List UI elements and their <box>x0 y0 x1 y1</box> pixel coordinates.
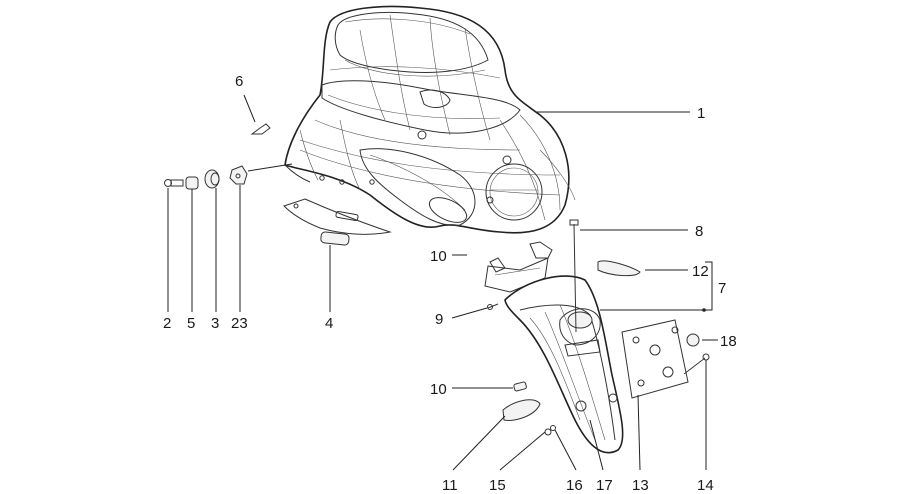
label-part-16: 16 <box>566 477 583 494</box>
label-part-7: 7 <box>718 280 726 297</box>
label-part-11: 11 <box>442 477 458 494</box>
label-part-1: 1 <box>697 105 705 122</box>
label-part-2: 2 <box>163 315 171 332</box>
label-part-3: 3 <box>211 315 219 332</box>
label-part-10-upper: 10 <box>430 248 447 265</box>
label-part-8: 8 <box>695 223 703 240</box>
label-part-18: 18 <box>720 333 737 350</box>
label-part-5: 5 <box>187 315 195 332</box>
label-part-12: 12 <box>692 263 709 280</box>
front-shield-cover <box>284 5 576 234</box>
label-part-9: 9 <box>435 311 443 328</box>
part-labels: 1 6 2 5 3 23 4 8 10 12 7 9 18 10 11 15 1… <box>163 73 737 494</box>
label-part-23: 23 <box>231 315 248 332</box>
label-part-17: 17 <box>596 477 613 494</box>
spring-clip-part <box>250 123 271 135</box>
label-part-4: 4 <box>325 315 333 332</box>
label-part-10-lower: 10 <box>430 381 447 398</box>
label-part-6: 6 <box>235 73 243 90</box>
leader-lines <box>167 94 718 471</box>
label-part-13: 13 <box>632 477 649 494</box>
rear-mudguard-assembly <box>484 219 710 454</box>
emblem-plate-part <box>283 198 392 246</box>
label-part-15: 15 <box>489 477 506 494</box>
fastener-stack <box>164 163 293 190</box>
label-part-14: 14 <box>697 477 714 494</box>
